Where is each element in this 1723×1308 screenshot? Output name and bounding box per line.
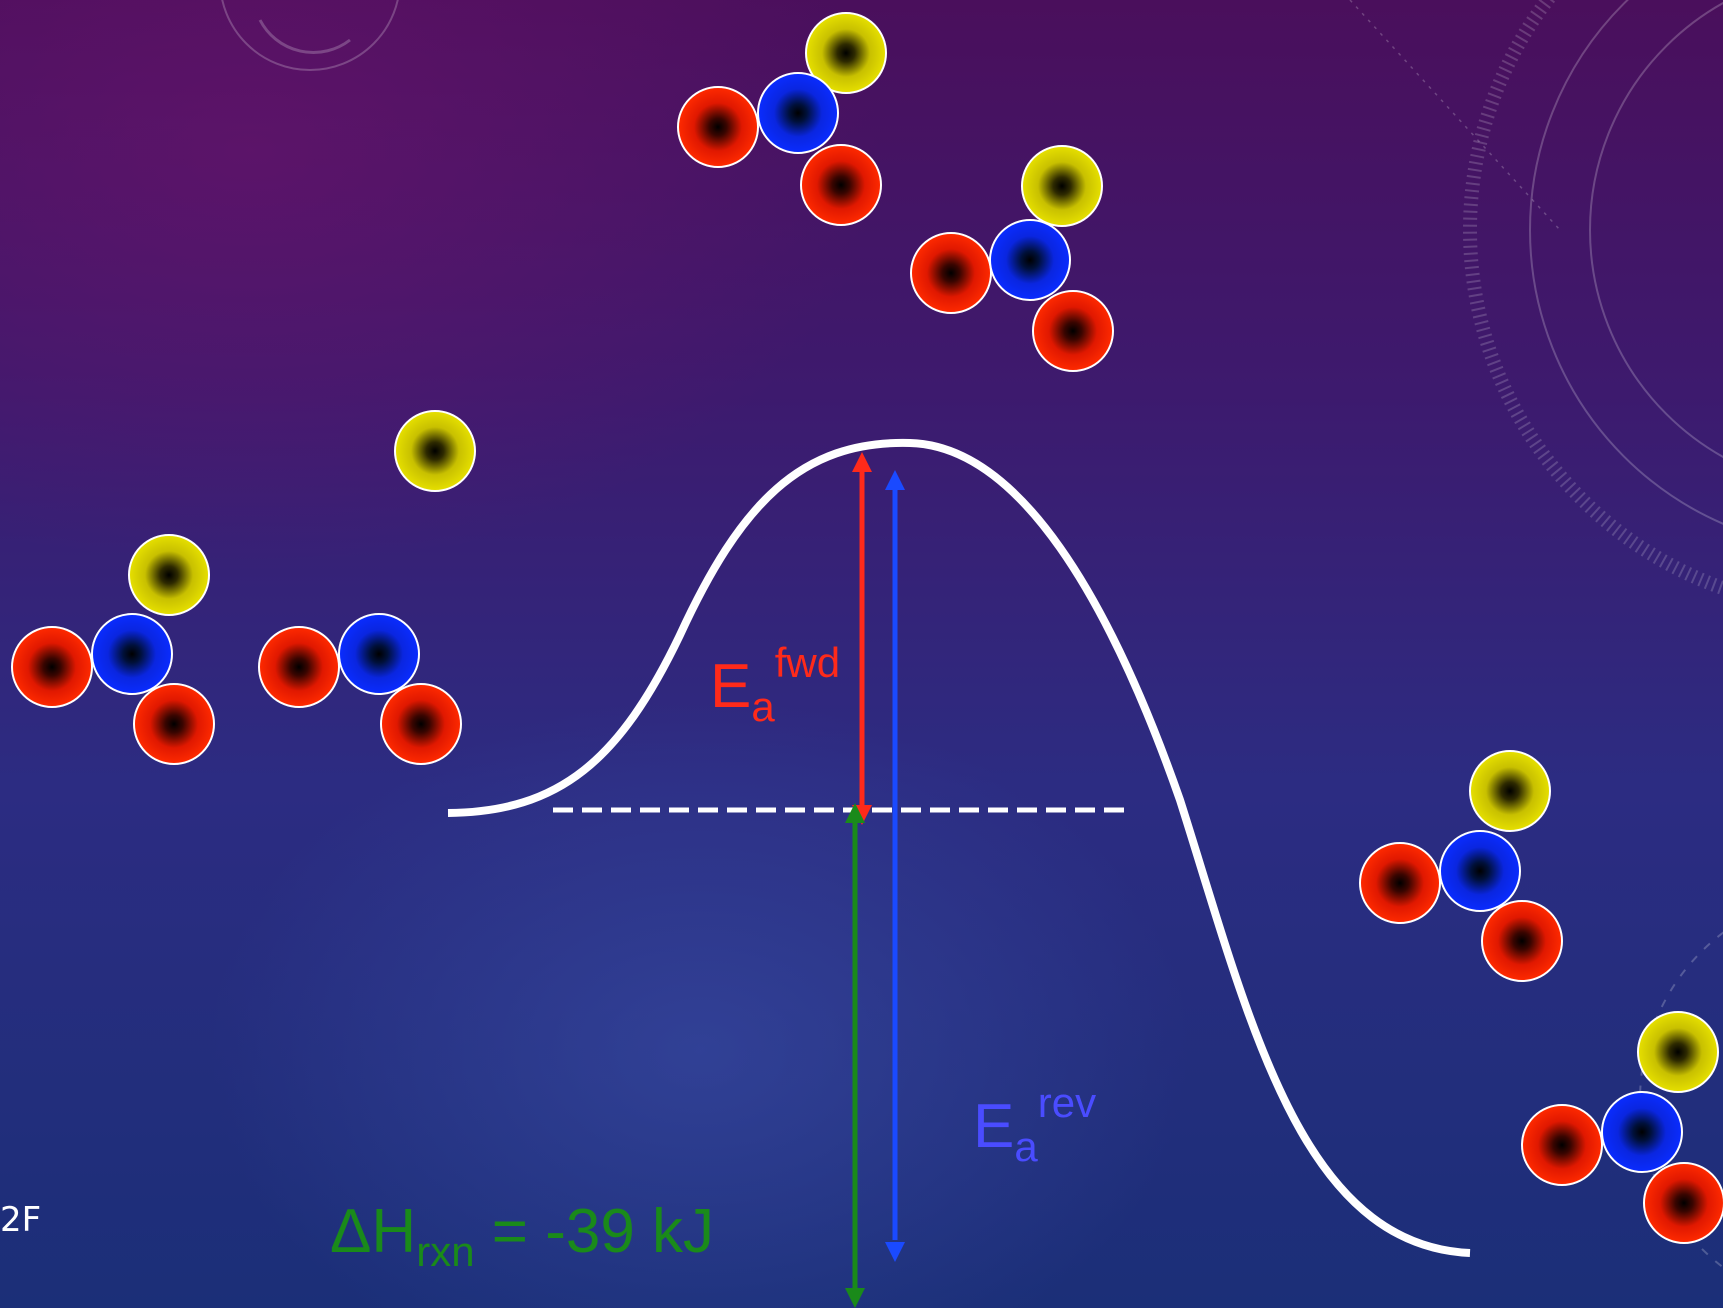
- molecule-left-1: [11, 534, 215, 765]
- ea-reverse-label: Earev: [973, 1079, 1096, 1170]
- molecule-left-2: [258, 613, 462, 765]
- delta-h-arrow: [845, 803, 865, 1308]
- reaction-energy-curve: [447, 438, 1471, 1257]
- molecule-top-1: [677, 12, 887, 226]
- slide-corner-label: 2F: [0, 1200, 42, 1240]
- molecule-right-2: [1521, 1011, 1723, 1244]
- atom-yellow-free: [394, 410, 476, 492]
- molecule-right-1: [1359, 750, 1563, 982]
- dial-decoration: [221, 0, 1723, 1269]
- ea-reverse-arrow: [885, 470, 905, 1262]
- ea-forward-label: Eafwd: [710, 639, 840, 730]
- ea-forward-arrow: [852, 452, 872, 825]
- delta-h-label: ΔHrxn = -39 kJ: [330, 1197, 714, 1275]
- molecule-top-2: [910, 145, 1114, 372]
